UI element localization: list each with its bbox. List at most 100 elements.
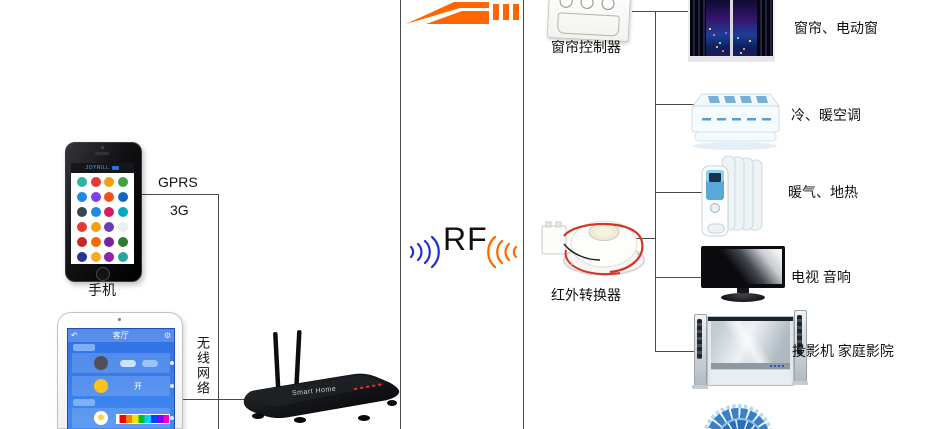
lamp-off-icon bbox=[94, 356, 108, 370]
screen-bezel bbox=[708, 317, 793, 321]
phone-app-icon bbox=[104, 192, 115, 202]
toggle-pill-on bbox=[120, 360, 136, 367]
appliance-label-theater: 投影机 家庭影院 bbox=[792, 343, 894, 359]
connector-heater bbox=[655, 192, 714, 193]
screen-sheen bbox=[711, 321, 790, 363]
phone-app-icon bbox=[76, 192, 87, 202]
tablet: ↶ 客厅 ⚙ 开 bbox=[57, 312, 183, 429]
threeg-label: 3G bbox=[170, 202, 189, 218]
city-lights bbox=[709, 28, 711, 30]
screen-lower-panel bbox=[711, 369, 790, 384]
phone-app-icon bbox=[104, 207, 115, 217]
phone-app-icon bbox=[90, 192, 101, 202]
router-leds bbox=[354, 383, 382, 390]
toggle-pill-off bbox=[142, 360, 158, 367]
wireless-network-label: 无线网络 bbox=[195, 336, 210, 396]
row-side-icon bbox=[170, 416, 174, 420]
controller-button bbox=[559, 0, 573, 9]
phone-app-icon bbox=[76, 207, 87, 217]
rf-waves-right-icon bbox=[487, 235, 518, 269]
connector-curtain-window bbox=[632, 11, 692, 12]
bulb-status-text: 开 bbox=[134, 382, 142, 391]
tv-neck bbox=[737, 288, 749, 293]
screen-indicator-leds bbox=[770, 365, 772, 367]
back-arrow-icon: ↶ bbox=[71, 330, 78, 340]
controller-button bbox=[601, 0, 615, 11]
brand-logo-cropped bbox=[406, 2, 519, 24]
smartphone-screen: JOYRILL bbox=[71, 163, 134, 264]
speaker-drivers bbox=[797, 315, 802, 355]
phone-app-icon bbox=[118, 252, 129, 262]
phone-app-icon bbox=[90, 177, 101, 187]
curtain-left bbox=[690, 0, 706, 58]
tablet-section-tab bbox=[73, 344, 95, 351]
controller-button bbox=[580, 0, 594, 10]
connector-center-box-right bbox=[523, 0, 524, 429]
smartphone-home-button bbox=[96, 267, 110, 281]
connector-left-trunk bbox=[218, 194, 219, 429]
appliance-label-ac: 冷、暖空调 bbox=[791, 107, 861, 123]
television bbox=[701, 246, 785, 304]
rf-waves-left-icon bbox=[409, 235, 440, 269]
phone-app-icon bbox=[90, 222, 101, 232]
connector-phone-gprs bbox=[137, 194, 219, 195]
phone-app-grid bbox=[71, 173, 134, 262]
radiator-heater bbox=[701, 155, 763, 237]
gprs-label: GPRS bbox=[158, 174, 198, 190]
phone-app-icon bbox=[118, 192, 129, 202]
tablet-screen: ↶ 客厅 ⚙ 开 bbox=[67, 328, 175, 429]
gear-icon: ⚙ bbox=[163, 330, 171, 340]
phone-app-icon bbox=[104, 237, 115, 247]
phone-app-icon bbox=[76, 237, 87, 247]
router-antenna-left bbox=[273, 332, 281, 391]
speaker-drivers bbox=[697, 319, 702, 359]
tablet-section-tab bbox=[73, 399, 95, 406]
curtain-controller bbox=[546, 0, 632, 43]
tablet-camera-dot bbox=[118, 318, 121, 321]
smartphone: JOYRILL bbox=[63, 140, 143, 282]
connector-home-theater bbox=[655, 351, 698, 352]
row-side-icon bbox=[170, 384, 174, 388]
connector-center-box-left bbox=[400, 0, 401, 429]
color-slider bbox=[116, 414, 170, 424]
phone-app-icon bbox=[104, 222, 115, 232]
connector-right-trunk bbox=[655, 11, 656, 352]
speaker-foot bbox=[692, 385, 708, 389]
connector-tablet-router bbox=[182, 399, 254, 400]
phone-app-icon bbox=[118, 207, 129, 217]
connector-tv bbox=[655, 277, 705, 278]
connector-air-conditioner bbox=[655, 104, 698, 105]
smartphone-header-button bbox=[112, 166, 120, 170]
projection-screen bbox=[707, 316, 794, 386]
tv-screen bbox=[704, 249, 782, 284]
phone-app-icon bbox=[76, 252, 87, 262]
air-conditioner bbox=[691, 93, 780, 150]
tablet-row-bulb: 开 bbox=[72, 376, 174, 396]
smartphone-brand-text: JOYRILL bbox=[85, 165, 110, 171]
ir-converter-label: 红外转换器 bbox=[551, 287, 621, 303]
smartphone-camera-dot bbox=[101, 146, 104, 149]
ir-converter bbox=[541, 220, 645, 276]
speaker-left bbox=[692, 314, 708, 389]
speaker-foot bbox=[792, 381, 808, 385]
phone-app-icon bbox=[90, 207, 101, 217]
speaker-right bbox=[792, 310, 808, 385]
curtain-controller-label: 窗帘控制器 bbox=[551, 39, 621, 55]
screen-control-strip bbox=[711, 363, 790, 369]
phone-app-icon bbox=[90, 237, 101, 247]
bulb-on-icon bbox=[94, 379, 108, 393]
fan-cropped bbox=[702, 403, 774, 429]
tablet-control-rows: 开 bbox=[68, 342, 174, 429]
window-mullion bbox=[730, 0, 733, 56]
window-sill bbox=[688, 56, 775, 61]
phone-app-icon bbox=[118, 177, 129, 187]
rf-label: RF bbox=[443, 221, 488, 257]
tablet-room-title: 客厅 bbox=[112, 331, 129, 340]
tv-base bbox=[721, 293, 765, 302]
color-bulb-icon bbox=[94, 411, 108, 425]
phone-app-icon bbox=[104, 177, 115, 187]
window-curtains bbox=[688, 0, 775, 62]
phone-label: 手机 bbox=[88, 282, 116, 298]
appliance-label-window: 窗帘、电动窗 bbox=[794, 20, 878, 36]
